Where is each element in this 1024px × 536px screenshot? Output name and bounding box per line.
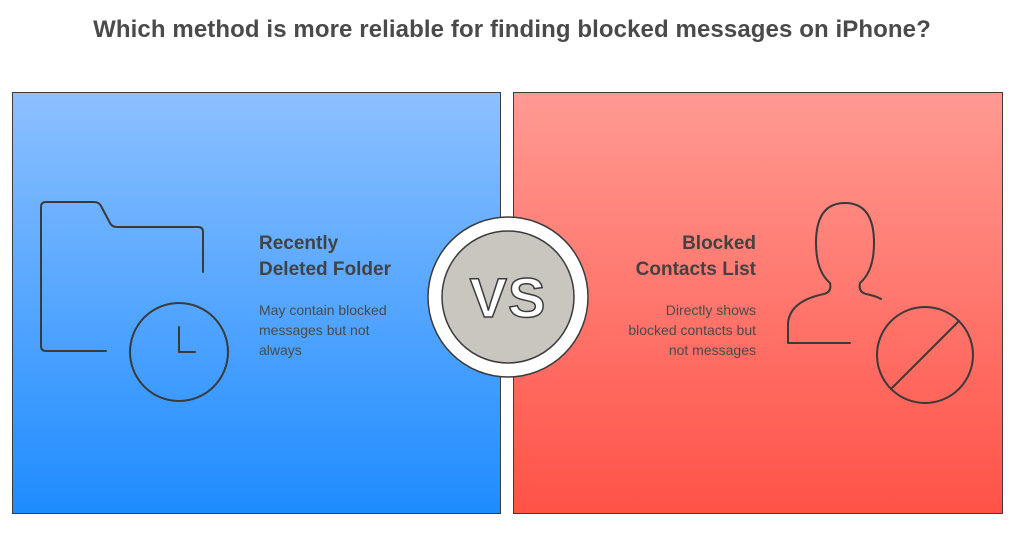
right-panel bbox=[513, 92, 1003, 514]
vs-circle-shape bbox=[427, 216, 589, 378]
right-description: Directly shows blocked contacts but not … bbox=[586, 300, 756, 360]
left-desc-line2: messages but not bbox=[259, 322, 370, 338]
left-heading-line1: Recently bbox=[259, 233, 339, 254]
right-heading: Blocked Contacts List bbox=[576, 231, 756, 283]
left-description: May contain blocked messages but not alw… bbox=[259, 300, 429, 360]
left-panel bbox=[12, 92, 501, 514]
blocked-user-icon bbox=[787, 202, 974, 404]
left-heading: Recently Deleted Folder bbox=[259, 231, 439, 283]
right-desc-line1: Directly shows bbox=[665, 302, 756, 318]
folder-clock-icon bbox=[40, 201, 229, 402]
right-heading-line2: Contacts List bbox=[635, 259, 756, 280]
page-title: Which method is more reliable for findin… bbox=[93, 16, 931, 43]
left-desc-line3: always bbox=[259, 342, 302, 358]
vs-label: VS bbox=[469, 265, 547, 330]
right-desc-line3: not messages bbox=[668, 342, 756, 358]
vs-badge: VS bbox=[425, 214, 591, 380]
right-desc-line2: blocked contacts but bbox=[628, 322, 756, 338]
right-heading-line1: Blocked bbox=[682, 233, 756, 254]
left-desc-line1: May contain blocked bbox=[259, 302, 387, 318]
left-heading-line2: Deleted Folder bbox=[259, 259, 391, 280]
